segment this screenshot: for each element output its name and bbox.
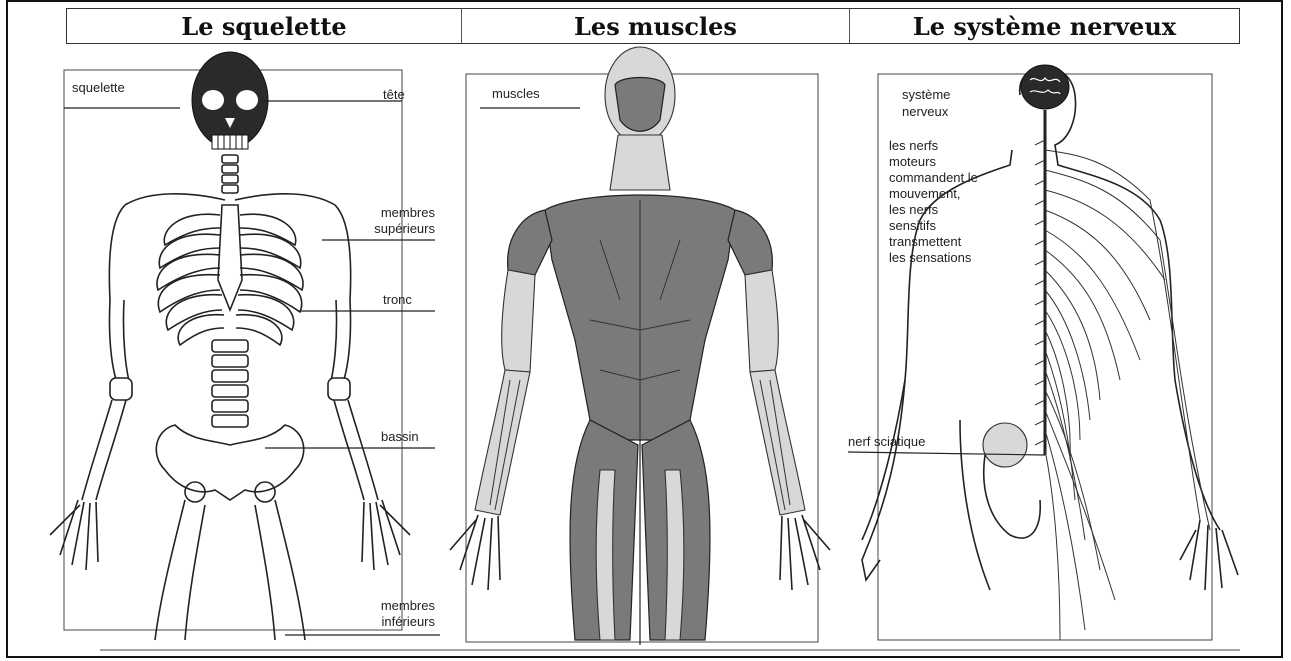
- label-membres-superieurs: membres supérieurs: [340, 205, 435, 237]
- label-bassin: bassin: [381, 429, 419, 445]
- label-nerves-description: les nerfs moteurs commandent le mouvemen…: [889, 138, 978, 266]
- label-tronc: tronc: [383, 292, 412, 308]
- label-membres-inferieurs: membres inférieurs: [340, 598, 435, 630]
- label-tete: tête: [383, 87, 405, 103]
- box-label-skeleton: squelette: [72, 80, 125, 95]
- box-label-muscles: muscles: [492, 86, 540, 101]
- label-nerf-sciatique: nerf sciatique: [848, 434, 925, 450]
- muscles-panel: [450, 47, 830, 645]
- box-label-nervous-system: système nerveux: [902, 86, 950, 120]
- brain-icon: [1021, 65, 1069, 109]
